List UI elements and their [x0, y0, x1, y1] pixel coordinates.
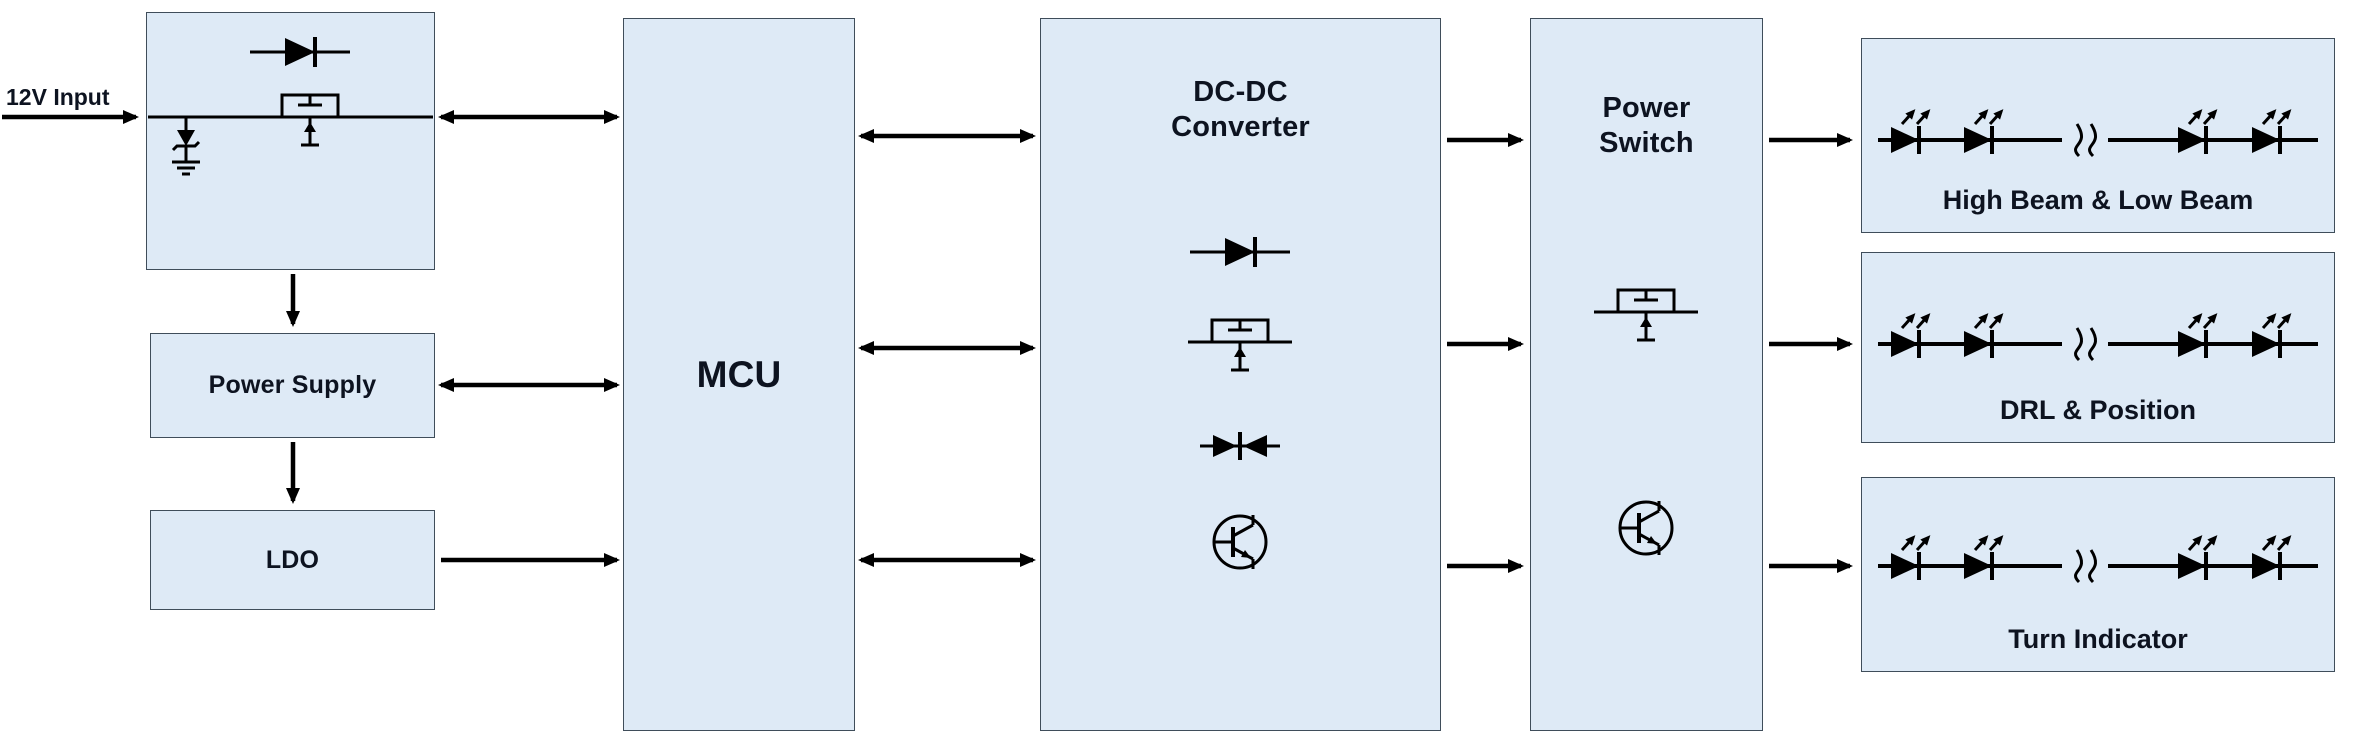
dcdc-converter-label: DC-DC Converter: [1171, 76, 1310, 143]
high-low-beam-label: High Beam & Low Beam: [1942, 185, 2254, 215]
mcu-block: MCU: [623, 18, 855, 731]
ldo-label: LDO: [265, 545, 320, 574]
drl-position-block: DRL & Position: [1861, 252, 2335, 443]
dcdc-converter-block: DC-DC Converter: [1040, 18, 1441, 731]
input-protection-block: [146, 12, 435, 270]
ldo-block: LDO: [150, 510, 435, 610]
power-supply-block: Power Supply: [150, 333, 435, 438]
input-voltage-label: 12V Input: [6, 84, 110, 110]
power-switch-label: Power Switch: [1599, 92, 1694, 159]
turn-indicator-block: Turn Indicator: [1861, 477, 2335, 672]
power-supply-label: Power Supply: [208, 371, 377, 399]
drl-position-label: DRL & Position: [1999, 395, 2196, 425]
high-low-beam-block: High Beam & Low Beam: [1861, 38, 2335, 233]
power-switch-block: Power Switch: [1530, 18, 1763, 731]
turn-indicator-label: Turn Indicator: [2008, 624, 2188, 654]
mcu-label: MCU: [696, 353, 782, 395]
